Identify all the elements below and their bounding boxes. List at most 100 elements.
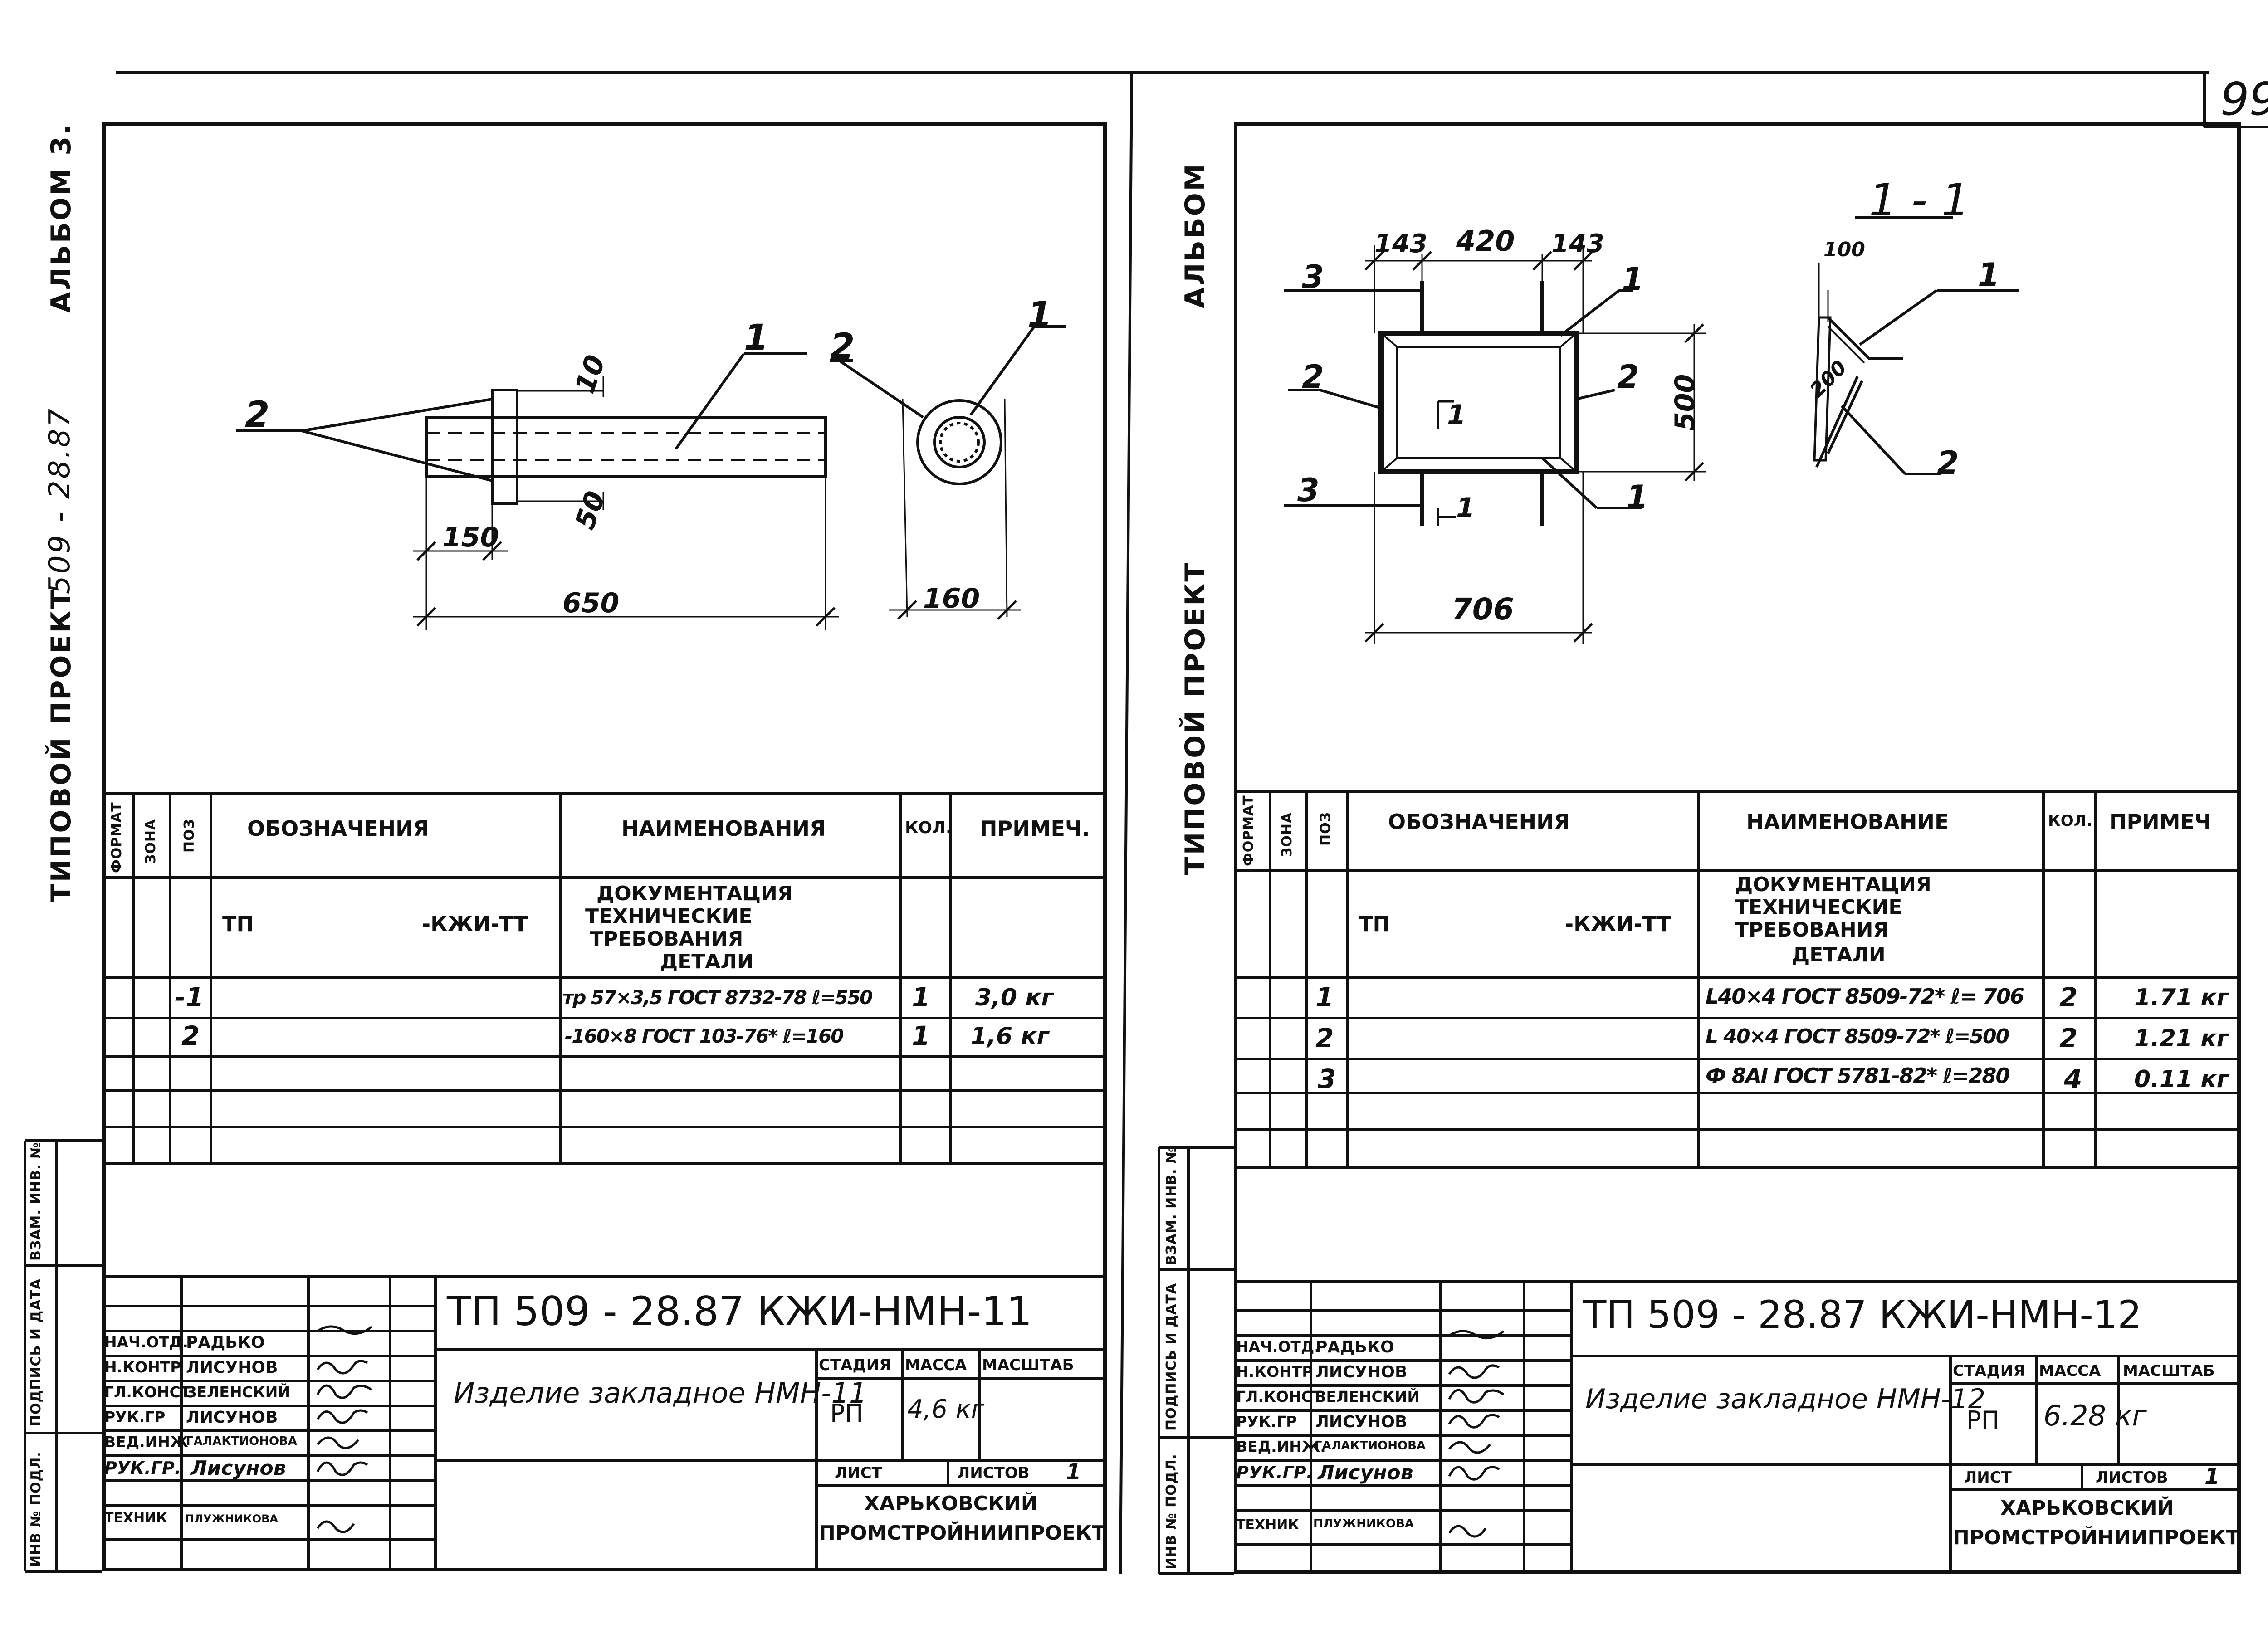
right-sheets-label: ЛИСТОВ	[2096, 1468, 2168, 1487]
right-mass-label: МАССА	[2039, 1362, 2101, 1380]
left-doc-line-1: ДОКУМЕНТАЦИЯ	[596, 882, 793, 905]
left-sheets: 1	[1066, 1459, 1081, 1485]
right-leader-1c: 1	[1978, 256, 2000, 293]
left-name-1: РАДЬКО	[186, 1333, 265, 1352]
right-sheets: 1	[2204, 1464, 2220, 1489]
right-section-title: 1 - 1	[1869, 175, 1970, 226]
right-name-5: ГАЛАКТИОНОВА	[1315, 1439, 1426, 1453]
right-row3-name: Ф 8АI ГОСТ 5781-82* ℓ=280	[1706, 1063, 2010, 1088]
right-stage: РП	[1966, 1406, 2000, 1434]
right-role-2: Н.КОНТР	[1236, 1363, 1313, 1380]
right-row2-pos: 2	[1315, 1023, 1334, 1054]
right-leader-3a: 3	[1302, 259, 1324, 296]
left-role-1: НАЧ.ОТД.	[104, 1333, 188, 1351]
left-role-2: Н.КОНТР	[104, 1358, 181, 1376]
right-stage-label: СТАДИЯ	[1953, 1362, 2025, 1380]
right-role-3: ГЛ.КОНСТ	[1236, 1388, 1323, 1405]
right-scale-label: МАСШТАБ	[2123, 1362, 2215, 1380]
left-hdr-qty: КОЛ.	[905, 819, 952, 837]
right-role-7: ТЕХНИК	[1236, 1517, 1299, 1533]
left-hdr-name: НАИМЕНОВАНИЯ	[621, 816, 826, 841]
left-hdr-note: ПРИМЕЧ.	[980, 816, 1090, 841]
left-row2-qty: 1	[912, 1020, 930, 1051]
right-dim-100: 100	[1823, 238, 1865, 261]
left-stage-label: СТАДИЯ	[819, 1356, 891, 1374]
right-frame	[1234, 122, 2241, 1574]
left-leader-2b: 2	[830, 327, 855, 367]
right-doc-suffix: -КЖИ-ТТ	[1565, 912, 1671, 936]
left-doc-line-2: ТЕХНИЧЕСКИЕ	[585, 905, 753, 928]
left-role-4: РУК.ГР	[104, 1408, 166, 1426]
left-doc-line-4: ДЕТАЛИ	[660, 950, 754, 973]
left-hdr-designation: ОБОЗНАЧЕНИЯ	[247, 816, 430, 841]
right-hdr-designation: ОБОЗНАЧЕНИЯ	[1388, 810, 1570, 834]
right-role-4: РУК.ГР	[1236, 1413, 1297, 1430]
left-leader-2a: 2	[245, 395, 270, 435]
right-name-3: ЗЕЛЕНСКИЙ	[1315, 1388, 1420, 1405]
left-row2-name: -160×8 ГОСТ 103-76* ℓ=160	[565, 1025, 844, 1047]
right-dim-706: 706	[1452, 592, 1514, 627]
left-frame	[102, 122, 1107, 1571]
right-name-4: ЛИСУНОВ	[1315, 1413, 1408, 1431]
right-row1-name: L40×4 ГОСТ 8509-72* ℓ= 706	[1706, 984, 2024, 1009]
right-row3-qty: 4	[2064, 1063, 2082, 1094]
right-role-1: НАЧ.ОТД.	[1236, 1338, 1320, 1356]
left-leader-1b: 1	[1027, 295, 1052, 336]
left-row2-note: 1,6 кг	[971, 1023, 1049, 1050]
right-org-1: ХАРЬКОВСКИЙ	[2000, 1497, 2174, 1520]
left-name-5: ГАЛАКТИОНОВА	[186, 1434, 298, 1448]
right-row2-name: L 40×4 ГОСТ 8509-72* ℓ=500	[1706, 1025, 2009, 1048]
left-role-3: ГЛ.КОНСТ	[104, 1383, 191, 1401]
left-doc-line-3: ТРЕБОВАНИЯ	[590, 927, 743, 951]
right-hdr-qty: КОЛ.	[2048, 812, 2092, 830]
right-role-5: ВЕД.ИНЖ.	[1236, 1438, 1326, 1455]
left-role-6: РУК.ГР.	[104, 1458, 181, 1478]
right-mass: 6.28 кг	[2043, 1399, 2147, 1432]
left-doc-prefix: ТП	[222, 912, 254, 936]
page-number: 99	[2220, 73, 2268, 126]
right-doc-prefix: ТП	[1359, 912, 1390, 936]
right-hdr-name: НАИМЕНОВАНИЕ	[1746, 810, 1949, 834]
left-doc-code: ТП 509 - 28.87 КЖИ-НМН-11	[447, 1288, 1032, 1335]
right-name-1: РАДЬКО	[1315, 1338, 1394, 1356]
left-mass-label: МАССА	[905, 1356, 967, 1374]
right-role-6: РУК.ГР.	[1236, 1463, 1313, 1483]
left-stage: РП	[830, 1399, 864, 1428]
right-doc-line-2: ТЕХНИЧЕСКИЕ	[1735, 896, 1902, 919]
right-sheet-label: ЛИСТ	[1964, 1468, 2012, 1487]
right-row2-qty: 2	[2059, 1023, 2078, 1054]
left-sheets-label: ЛИСТОВ	[957, 1464, 1030, 1482]
left-mass: 4,6 кг	[907, 1395, 985, 1424]
left-dim-650: 650	[562, 587, 620, 619]
right-name-2: ЛИСУНОВ	[1315, 1363, 1408, 1381]
left-name-7: ПЛУЖНИКОВА	[185, 1512, 278, 1525]
right-row2-note: 1.21 кг	[2134, 1025, 2229, 1052]
left-name-4: ЛИСУНОВ	[186, 1408, 278, 1427]
left-name-2: ЛИСУНОВ	[186, 1358, 278, 1377]
right-section-mark: 1	[1456, 492, 1475, 524]
left-dim-150: 150	[442, 522, 499, 553]
left-org-1: ХАРЬКОВСКИЙ	[864, 1492, 1038, 1515]
right-row3-pos: 3	[1318, 1063, 1336, 1094]
left-item-title: Изделие закладное НМН-11	[454, 1376, 867, 1410]
left-row1-pos: -1	[175, 982, 204, 1013]
left-row1-qty: 1	[912, 982, 930, 1013]
right-row1-note: 1.71 кг	[2134, 984, 2229, 1011]
right-row1-pos: 1	[1315, 982, 1334, 1013]
left-row2-pos: 2	[181, 1020, 200, 1051]
right-leader-3b: 3	[1297, 472, 1320, 509]
right-section-mark-top: 1	[1447, 399, 1466, 431]
left-role-7: ТЕХНИК	[104, 1510, 167, 1526]
right-dim-420: 420	[1456, 224, 1515, 258]
right-leader-2a: 2	[1302, 358, 1324, 395]
right-leader-2b: 2	[1617, 358, 1639, 395]
right-doc-line-4: ДЕТАЛИ	[1792, 943, 1886, 966]
left-dim-160: 160	[923, 583, 980, 615]
left-scale-label: МАСШТАБ	[982, 1356, 1074, 1374]
